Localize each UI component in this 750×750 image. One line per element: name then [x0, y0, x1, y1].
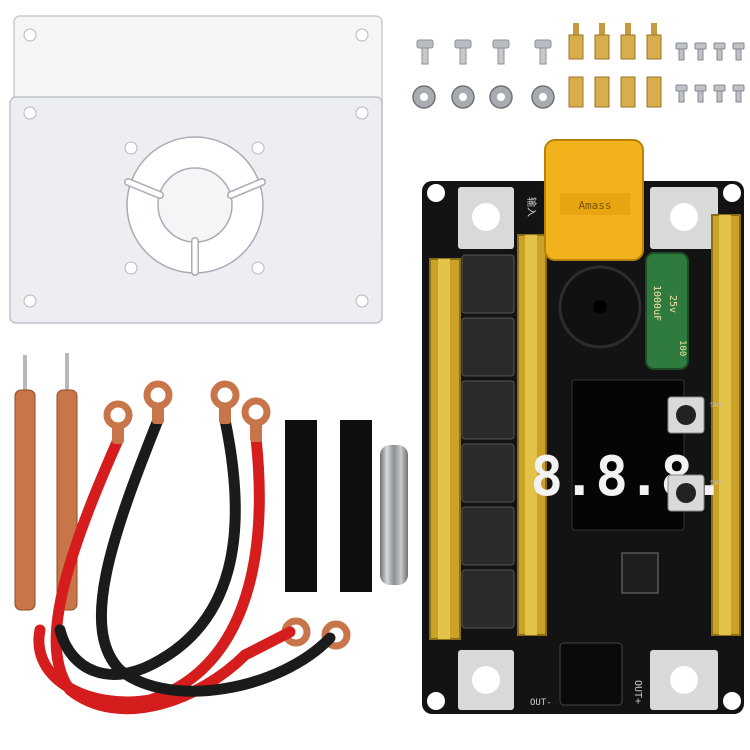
acrylic-hole: [355, 28, 369, 42]
tact-button: SW1: [667, 396, 723, 434]
electrode-pen: [14, 355, 36, 611]
standoff-icon: [620, 23, 636, 108]
dc-jack: [559, 642, 623, 706]
acrylic-cover: [9, 15, 383, 324]
acrylic-hole: [124, 141, 138, 155]
acrylic-hole: [124, 261, 138, 275]
velcro-strip: [285, 420, 317, 592]
fan-grill-cutout: [124, 136, 266, 276]
nickel-strip-roll: [380, 445, 408, 585]
acrylic-hole: [23, 294, 37, 308]
screw-icon: [454, 39, 472, 65]
acrylic-hole: [355, 106, 369, 120]
svg-text:1000uF: 1000uF: [651, 285, 662, 321]
svg-text:100: 100: [677, 340, 687, 356]
welding-cables: [33, 380, 351, 715]
acrylic-hole: [23, 28, 37, 42]
spot-welder-board: Amass 1000uF 25v 100 输入 8.8.8. SW1 SW2 O…: [422, 139, 744, 714]
svg-text:OUT+: OUT+: [632, 680, 643, 704]
acrylic-hole: [251, 261, 265, 275]
svg-text:SW2: SW2: [710, 479, 723, 487]
screw-icon: [534, 39, 552, 65]
standoff-icon: [594, 23, 610, 108]
standoff-icon: [646, 23, 662, 108]
screw-icon: [492, 39, 510, 65]
ring-terminal: [321, 620, 351, 650]
svg-text:输入: 输入: [525, 197, 538, 217]
black-cable: [54, 414, 241, 680]
svg-text:25v: 25v: [667, 295, 678, 313]
mosfet-row: [461, 254, 515, 629]
xt60-connector: Amass: [544, 139, 644, 261]
svg-text:Amass: Amass: [578, 199, 611, 212]
screw-icon: [416, 39, 434, 65]
small-screw-icon: [675, 42, 745, 103]
standoff-icon: [568, 23, 584, 108]
capacitor: 1000uF 25v 100: [645, 252, 689, 370]
acrylic-hole: [355, 294, 369, 308]
ring-terminal: [143, 380, 173, 410]
ic-chip: [621, 552, 659, 594]
ring-terminal: [241, 397, 271, 427]
ring-terminal: [210, 380, 240, 410]
acrylic-hole: [251, 141, 265, 155]
acrylic-hole: [23, 106, 37, 120]
ring-terminal: [103, 400, 133, 430]
tact-button: SW2: [667, 474, 723, 512]
svg-text:OUT-: OUT-: [530, 698, 552, 708]
hardware-set: [412, 23, 745, 109]
svg-text:SW1: SW1: [710, 401, 723, 409]
velcro-strip: [340, 420, 372, 592]
